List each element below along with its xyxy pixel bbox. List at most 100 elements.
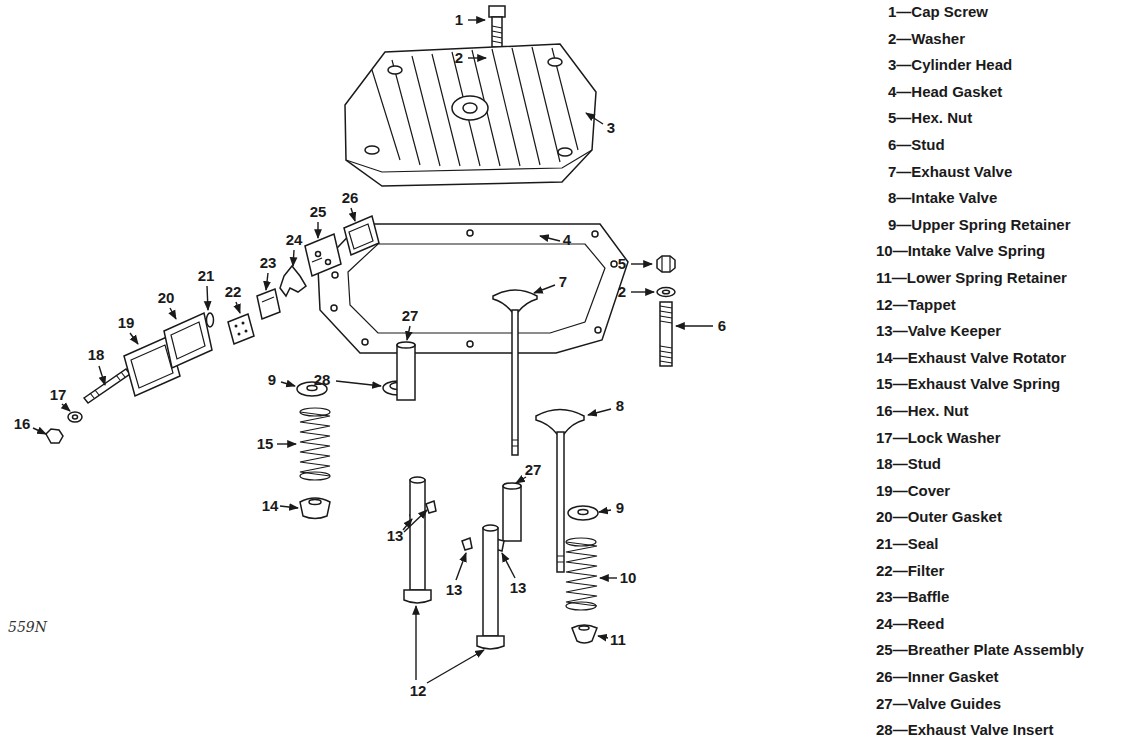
washer [663, 290, 670, 294]
valve-spring [566, 542, 597, 606]
leader-lines [277, 443, 296, 444]
tappet [477, 525, 504, 649]
leader-lines [586, 113, 603, 124]
valve-guide [397, 345, 415, 400]
parts-list-entry: 1—Cap Screw [888, 4, 988, 21]
leader-lines [407, 326, 410, 340]
parts-list-entry: 10—Intake Valve Spring [876, 243, 1045, 260]
parts-list-entry: 20—Outer Gasket [876, 509, 1002, 526]
head-gasket [332, 272, 338, 278]
callout-number: 24 [286, 232, 303, 249]
leader-lines [236, 302, 240, 313]
leader-lines [336, 381, 381, 386]
leader-lines [427, 650, 484, 683]
spring-retainer [572, 625, 597, 643]
valve-keeper [426, 501, 436, 513]
tappet [477, 636, 504, 649]
leader-lines [631, 263, 652, 264]
breather-plate [305, 234, 341, 276]
parts-list-entry: 2—Washer [888, 31, 965, 48]
hex-nut [46, 429, 63, 443]
valve-spring [300, 472, 330, 480]
breather-cover [131, 345, 173, 388]
callout-number: 1 [455, 12, 463, 29]
cap-screw [492, 26, 502, 43]
leader-lines [631, 291, 654, 292]
leader-lines [293, 250, 294, 266]
breather-plate [312, 258, 322, 262]
breather-filter [228, 314, 254, 344]
head-gasket [348, 244, 605, 333]
leader-lines [468, 19, 485, 20]
callout-number: 5 [618, 256, 626, 273]
callout-number: 13 [446, 582, 463, 599]
exhaust-valve [512, 310, 518, 455]
callout-number: 27 [525, 462, 542, 479]
tappet [410, 477, 425, 483]
leader-lines [281, 382, 295, 386]
callout-number: 4 [563, 232, 571, 249]
head-gasket [467, 341, 473, 347]
parts-list-entry: 17—Lock Washer [876, 430, 1001, 447]
parts-list-entry: 26—Inner Gasket [876, 669, 999, 686]
leader-lines [280, 506, 298, 508]
valve-guide [503, 483, 521, 541]
callout-number: 10 [620, 570, 637, 587]
cylinder-head [345, 44, 596, 186]
parts-list-entry: 25—Breather Plate Assembly [876, 642, 1084, 659]
parts-list-entry: 4—Head Gasket [888, 84, 1002, 101]
breather-plate [326, 260, 331, 265]
leader-lines [588, 409, 611, 415]
valve-guide [503, 483, 521, 489]
leader-lines [404, 510, 427, 532]
stud [84, 369, 130, 403]
exhaust-valve [493, 290, 537, 455]
spring-retainer [568, 506, 598, 520]
tappet [483, 528, 498, 636]
parts-list-entry: 5—Hex. Nut [888, 110, 972, 127]
reed [280, 266, 306, 296]
exhaust-valve [512, 440, 518, 446]
leader-lines [170, 308, 176, 319]
cylinder-head [558, 148, 572, 156]
breather-filter [238, 333, 241, 336]
stud [660, 302, 672, 366]
callout-number: 22 [225, 284, 242, 301]
valve-rotator [300, 498, 330, 519]
parts-list-entry: 27—Valve Guides [876, 696, 1001, 713]
reed [280, 266, 306, 296]
callout-number: 7 [559, 274, 567, 291]
breather-plate [316, 252, 321, 257]
cylinder-head [452, 96, 488, 120]
spring-retainer [578, 510, 588, 515]
leader-lines [351, 208, 355, 221]
parts-list-entry: 13—Valve Keeper [876, 323, 1001, 340]
valve-spring [566, 538, 597, 610]
leader-lines [600, 577, 617, 578]
leader-lines [516, 477, 526, 483]
intake-valve [536, 410, 584, 573]
intake-valve [557, 556, 564, 562]
callout-number: 9 [268, 372, 276, 389]
callout-number: 19 [118, 315, 135, 332]
tappet [404, 590, 431, 603]
valve-spring [566, 538, 596, 546]
parts-list-entry: 19—Cover [876, 483, 950, 500]
breather-filter [235, 325, 238, 328]
parts-list-entry: 18—Stud [876, 456, 941, 473]
stud [90, 372, 125, 398]
parts-list-entry: 21—Seal [876, 536, 939, 553]
callout-number: 21 [198, 268, 215, 285]
cap-screw [492, 17, 502, 47]
parts-list-entry: 24—Reed [876, 616, 944, 633]
baffle [257, 289, 280, 319]
parts-list-entry: 14—Exhaust Valve Rotator [876, 350, 1066, 367]
parts-list-entry: 12—Tappet [876, 297, 956, 314]
head-gasket [467, 230, 473, 236]
callout-number: 14 [262, 498, 279, 515]
gasket [164, 313, 212, 368]
callout-number: 2 [455, 50, 463, 67]
callout-number: 13 [510, 580, 527, 597]
leader-lines [317, 222, 318, 238]
valve-spring [300, 412, 330, 476]
